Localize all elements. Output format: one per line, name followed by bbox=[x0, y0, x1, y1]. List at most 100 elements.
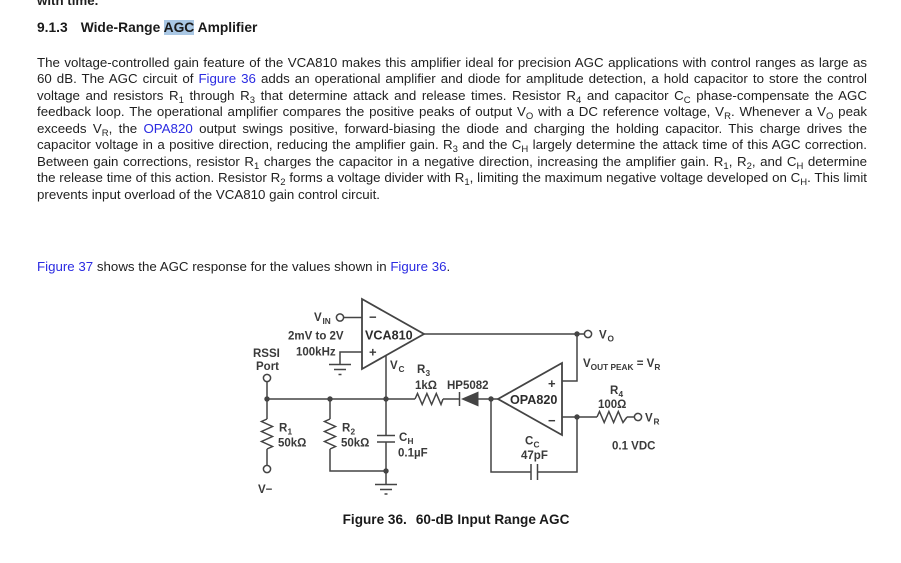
body-paragraph-1: The voltage-controlled gain feature of t… bbox=[37, 55, 867, 203]
r4-label-sub: 4 bbox=[619, 389, 624, 399]
text-segment: , and C bbox=[751, 153, 797, 169]
vca-plus-input: + bbox=[369, 345, 377, 360]
subscript-text: 2 bbox=[746, 160, 752, 172]
vr-label-sub: R bbox=[654, 417, 660, 427]
text-segment: , limiting the maximum negative voltage … bbox=[469, 170, 801, 186]
crossref-link[interactable]: Figure 36 bbox=[198, 71, 256, 87]
text-segment: . Whenever a V bbox=[730, 104, 826, 120]
text-segment: adds an operational amplifier and diode … bbox=[37, 71, 867, 103]
subscript-text: 3 bbox=[452, 144, 458, 156]
vin-terminal bbox=[335, 313, 345, 322]
v-negative-label: V− bbox=[258, 484, 273, 496]
crossref-link[interactable]: Figure 36 bbox=[390, 259, 447, 274]
figure-caption-number: Figure 36. bbox=[342, 512, 407, 527]
text-segment: peak exceeds V bbox=[37, 104, 868, 136]
text-segment: charges the capacitor in a negative dire… bbox=[259, 153, 724, 169]
vca-minus-input: − bbox=[369, 310, 377, 325]
r2-label: R bbox=[342, 423, 351, 435]
text-segment: forms a voltage divider with R bbox=[285, 170, 465, 186]
r1-value: 50kΩ bbox=[278, 438, 306, 450]
text-segment: phase-compensate the AGC feedback loop. … bbox=[37, 87, 867, 120]
text-segment: Wide-Range bbox=[80, 20, 164, 35]
opa820-label: OPA820 bbox=[510, 393, 557, 407]
cc-label-sub: C bbox=[534, 440, 540, 450]
text-segment: . bbox=[446, 259, 451, 274]
opa820-amplifier-symbol bbox=[496, 361, 563, 437]
vca810-label: VCA810 bbox=[365, 329, 413, 343]
r4-value: 100Ω bbox=[598, 399, 626, 411]
vc-label-sub: C bbox=[399, 364, 405, 374]
junction-dots bbox=[264, 331, 580, 474]
clipped-previous-line: with time. bbox=[37, 0, 99, 8]
subscript-text: 1 bbox=[464, 177, 470, 189]
subscript-text: 4 bbox=[576, 94, 582, 106]
agc-circuit-diagram: V IN 2mV to 2V 100kHz RSSI Port VCA810 −… bbox=[253, 297, 660, 496]
subscript-text: 1 bbox=[254, 160, 260, 172]
body-paragraph-2: Figure 37 shows the AGC response for the… bbox=[37, 259, 867, 275]
r2-value: 50kΩ bbox=[341, 438, 369, 450]
subscript-text: 2 bbox=[280, 177, 286, 189]
subscript-text: 1 bbox=[723, 160, 729, 172]
v-negative-terminal bbox=[262, 464, 272, 474]
subscript-text: O bbox=[825, 111, 834, 123]
opa-plus-input: + bbox=[548, 376, 556, 391]
diode-part-label: HP5082 bbox=[447, 380, 489, 392]
r3-label: R bbox=[417, 364, 426, 376]
figure-caption: Figure 36.60-dB Input Range AGC bbox=[11, 512, 901, 527]
section-title: Wide-Range AGC Amplifier bbox=[80, 20, 258, 35]
input-range-label: 2mV to 2V bbox=[288, 331, 344, 343]
text-segment: Amplifier bbox=[194, 20, 258, 35]
opa-minus-input: − bbox=[548, 413, 556, 428]
text-segment: and the C bbox=[457, 137, 522, 153]
ch-label-sub: H bbox=[408, 436, 414, 446]
r1-label: R bbox=[279, 423, 288, 435]
section-heading: 9.1.3 Wide-Range AGC Amplifier bbox=[37, 20, 257, 35]
vo-terminal bbox=[583, 329, 593, 339]
vr-value: 0.1 VDC bbox=[612, 441, 655, 453]
search-highlight: AGC bbox=[163, 20, 195, 35]
subscript-text: H bbox=[521, 144, 529, 156]
subscript-text: 3 bbox=[249, 94, 256, 106]
text-segment: , the bbox=[108, 120, 144, 136]
ch-value: 0.1µF bbox=[398, 448, 428, 460]
r2-label-sub: 2 bbox=[351, 427, 356, 437]
text-segment: and capacitor C bbox=[581, 87, 684, 103]
vin-label: V bbox=[314, 312, 322, 324]
r1-label-sub: 1 bbox=[288, 427, 293, 437]
vr-label: V bbox=[645, 413, 653, 425]
subscript-text: 1 bbox=[178, 94, 184, 106]
r3-value: 1kΩ bbox=[415, 380, 437, 392]
text-segment: with a DC reference voltage, V bbox=[533, 104, 725, 120]
subscript-text: R bbox=[724, 111, 731, 123]
subscript-text: H bbox=[800, 177, 808, 189]
terminal-circles bbox=[262, 313, 643, 474]
subscript-text: O bbox=[525, 111, 534, 123]
ch-label: C bbox=[399, 432, 407, 444]
text-segment: that determine attack and release times.… bbox=[255, 87, 576, 103]
rssi-port-terminal bbox=[262, 373, 272, 383]
text-segment: determine the release time of this actio… bbox=[37, 153, 868, 186]
crossref-link[interactable]: OPA820 bbox=[143, 120, 193, 136]
text-segment: shows the AGC response for the values sh… bbox=[93, 259, 391, 274]
vr-terminal bbox=[633, 412, 643, 422]
text-segment: The voltage-controlled gain feature of t… bbox=[37, 55, 867, 87]
diode-symbol bbox=[461, 391, 479, 407]
input-freq-label: 100kHz bbox=[296, 347, 336, 359]
vc-label: V bbox=[390, 360, 398, 372]
text-segment: . This limit prevents input overload of … bbox=[37, 170, 867, 202]
subscript-text: R bbox=[101, 127, 109, 139]
rssi-label: RSSI bbox=[253, 348, 280, 360]
port-label: Port bbox=[256, 361, 279, 373]
section-number: 9.1.3 bbox=[37, 20, 68, 35]
subscript-text: C bbox=[683, 94, 691, 106]
crossref-link[interactable]: Figure 37 bbox=[37, 259, 94, 274]
cc-label: C bbox=[525, 436, 533, 448]
vin-label-sub: IN bbox=[323, 316, 331, 326]
vout-peak-label: VOUT PEAK = VR bbox=[583, 358, 660, 372]
vca810-amplifier-symbol bbox=[361, 297, 426, 371]
cc-value: 47pF bbox=[521, 450, 548, 462]
text-segment: largely determine the attack time of thi… bbox=[37, 137, 867, 169]
r3-label-sub: 3 bbox=[426, 368, 431, 378]
r4-label: R bbox=[610, 385, 619, 397]
